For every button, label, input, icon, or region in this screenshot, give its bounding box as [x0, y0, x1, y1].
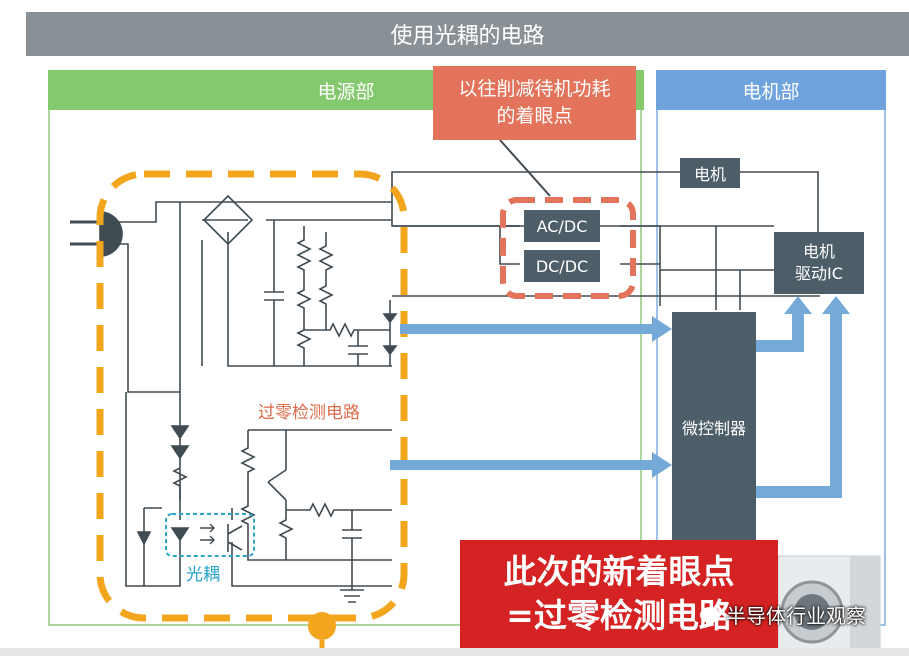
signal-arrows — [390, 296, 850, 498]
highlight-dashed-region — [96, 170, 408, 622]
microcontroller-block: 微控制器 — [672, 312, 756, 542]
driver-line-1: 电机 — [802, 242, 835, 261]
callout-line-1: 以往削减待机功耗 — [458, 78, 611, 100]
acdc-dcdc-highlight — [500, 197, 636, 299]
motor-block: 电机 — [680, 158, 740, 188]
arrow-mcu-to-driver-1 — [756, 296, 812, 352]
plug-icon — [99, 211, 123, 257]
wires — [70, 171, 820, 603]
zero-cross-label: 过零检测电路 — [258, 403, 360, 423]
previous-focus-callout: 以往削减待机功耗的着眼点 — [433, 66, 636, 140]
motor-driver-ic-block: 电机 驱动IC — [774, 232, 864, 294]
new-focus-banner: 此次的新着眼点 =过零检测电路 — [460, 540, 778, 656]
arrow-mcu-to-driver-2 — [756, 296, 850, 498]
bottom-strip — [0, 648, 909, 656]
watermark: 半导体行业观察 — [700, 600, 866, 629]
optocoupler-label: 光耦 — [186, 565, 220, 585]
optocoupler-box — [165, 513, 255, 557]
callout-pointer — [499, 139, 551, 197]
highlight-marker-dot — [308, 612, 336, 640]
dcdc-block: DC/DC — [524, 250, 600, 282]
page-title: 使用光耦的电路 — [26, 12, 909, 56]
watermark-text: 半导体行业观察 — [726, 604, 866, 628]
phototransistor-icon — [227, 524, 243, 552]
banner-line-2: =过零检测电路 — [506, 596, 732, 635]
banner-line-1: 此次的新着眼点 — [503, 552, 735, 591]
motor-section-header: 电机部 — [656, 70, 886, 110]
callout-line-2: 的着眼点 — [496, 105, 573, 127]
plug-pins — [70, 220, 100, 246]
wechat-icon — [700, 606, 720, 623]
arrow-to-mcu-top — [400, 316, 672, 342]
driver-line-2: 驱动IC — [795, 264, 843, 283]
light-arrows-icon — [200, 523, 215, 545]
acdc-block: AC/DC — [524, 210, 600, 242]
washing-machine-image — [777, 555, 881, 656]
arrow-to-mcu-zerocross — [390, 452, 672, 478]
